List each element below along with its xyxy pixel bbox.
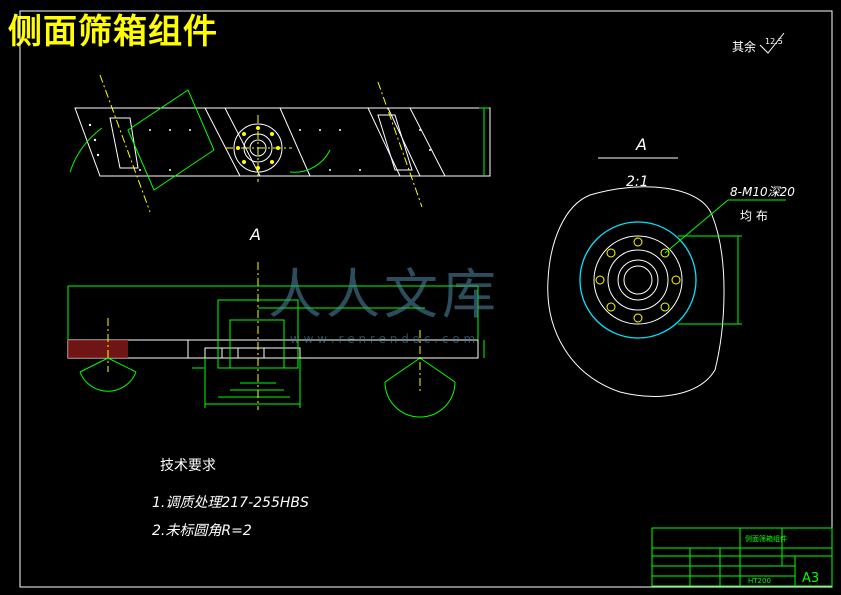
title-block-material: HT200 [748,577,771,585]
detail-view [547,186,725,397]
detail-dims [664,199,786,325]
front-view-label: A [249,225,261,244]
svg-text:技术要求: 技术要求 [160,458,216,474]
drawing-title: 侧面筛箱组件 [8,12,218,52]
roughness-note: 其余 12.5 [732,32,785,54]
svg-text:均 布: 均 布 [740,209,768,223]
drawing-border [19,10,833,588]
front-view-dims [67,285,485,418]
svg-text:1.调质处理217-255HBS: 1.调质处理217-255HBS [152,495,309,511]
title-block-part-name: 侧面筛箱组件 [745,534,787,543]
watermark-brand: 人人文库 [268,263,500,326]
top-view [74,89,491,191]
watermark-url: w w w . r e n r e n d o c . c o m [290,332,476,346]
top-view-dims [69,107,489,176]
hub-holes [236,126,280,170]
title-block [651,527,833,587]
tech-requirements: 技术要求 1.调质处理217-255HBS 2.未标圆角R=2 [152,458,309,539]
title-block-sheet-size: A3 [802,571,819,586]
top-view-holes [88,123,431,171]
detail-holes [595,237,681,323]
hole-callout: 8-M10深20 均 布 [730,185,795,223]
section-label: A [635,135,647,154]
svg-text:其余: 其余 [732,39,756,54]
svg-text:12.5: 12.5 [765,37,783,46]
svg-text:8-M10深20: 8-M10深20 [730,185,795,199]
top-view-centerlines [99,74,423,213]
bolt-circle [579,221,697,339]
section-scale: 2:1 [626,174,649,190]
svg-text:2.未标圆角R=2: 2.未标圆角R=2 [152,523,252,539]
section-hatch [68,340,128,358]
front-view-centerlines [107,262,421,410]
